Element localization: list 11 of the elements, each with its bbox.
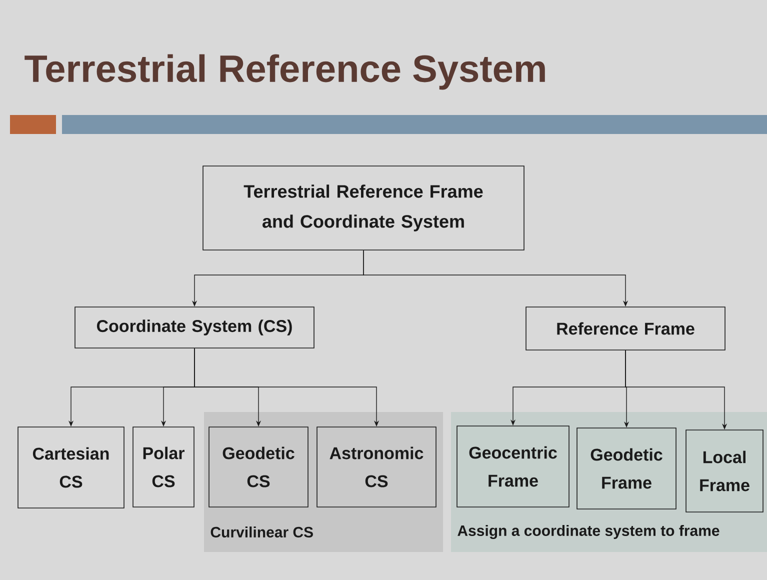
concept-box: Coordinate System (CS) bbox=[74, 306, 314, 348]
concept-box: Geodetic Frame bbox=[576, 428, 676, 510]
concept-box: Geodetic CS bbox=[208, 426, 308, 508]
slide-title: Terrestrial Reference System bbox=[24, 54, 545, 90]
concept-box: Astronomic CS bbox=[316, 426, 436, 508]
concept-box: Reference Frame bbox=[526, 306, 726, 350]
concept-box: Polar CS bbox=[132, 426, 194, 508]
concept-box: Cartesian CS bbox=[18, 426, 124, 508]
concept-box: Terrestrial Reference Frame and Coordinate System bbox=[202, 166, 524, 250]
concept-box: Local Frame bbox=[686, 430, 764, 512]
concept-box: Geocentric Frame bbox=[456, 426, 570, 508]
